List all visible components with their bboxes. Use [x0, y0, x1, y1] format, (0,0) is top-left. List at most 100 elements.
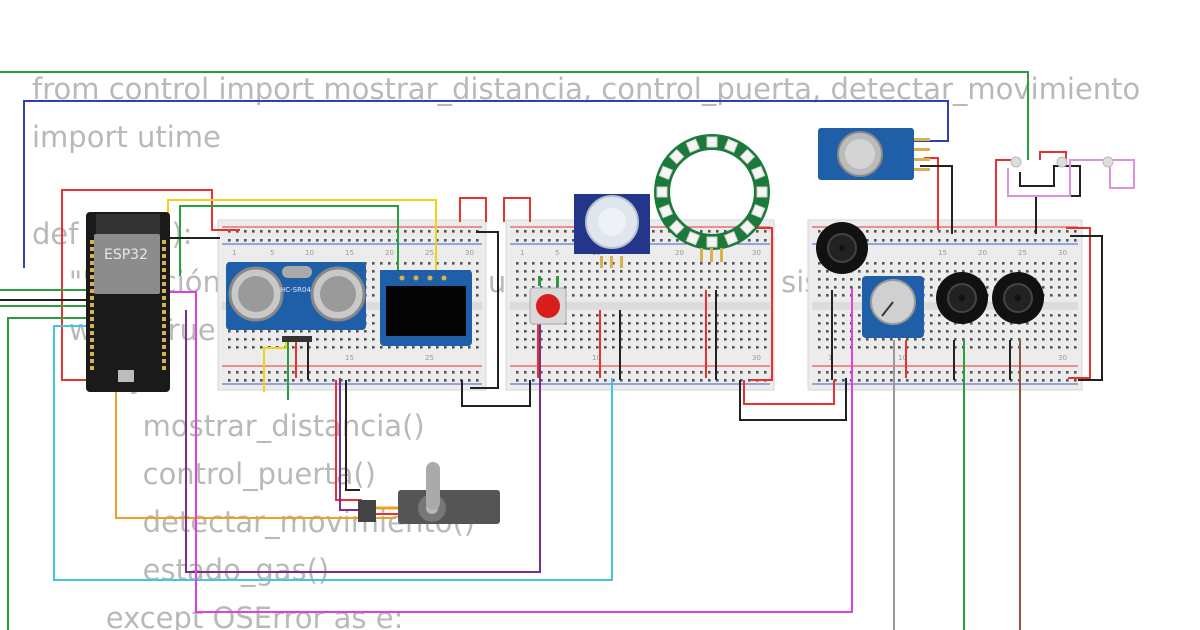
breadboard-hole — [1042, 330, 1045, 333]
breadboard-hole — [372, 270, 375, 273]
breadboard-hole — [732, 270, 735, 273]
breadboard-hole — [1074, 270, 1077, 273]
breadboard-hole — [724, 371, 727, 374]
breadboard-hole — [244, 346, 247, 349]
breadboard-hole — [236, 338, 239, 341]
breadboard-hole — [372, 278, 375, 281]
breadboard-hole — [700, 322, 703, 325]
breadboard-hole — [564, 330, 567, 333]
breadboard-hole — [756, 262, 759, 265]
breadboard-hole — [1002, 371, 1005, 374]
buzzer-1 — [816, 222, 868, 274]
breadboard-hole — [228, 230, 231, 233]
breadboard-hole — [906, 338, 909, 341]
breadboard-hole — [524, 278, 527, 281]
breadboard-hole — [404, 239, 407, 242]
breadboard-hole — [692, 371, 695, 374]
breadboard-hole — [756, 314, 759, 317]
breadboard-hole — [300, 371, 303, 374]
breadboard-hole — [572, 346, 575, 349]
breadboard-hole — [732, 278, 735, 281]
breadboard-hole — [596, 286, 599, 289]
bb2-col-1: 1 — [520, 249, 524, 257]
breadboard-hole — [708, 262, 711, 265]
breadboard-hole — [524, 371, 527, 374]
breadboard-hole — [284, 371, 287, 374]
bb1-col-10: 10 — [305, 249, 314, 257]
breadboard-hole — [1034, 330, 1037, 333]
breadboard-hole — [1042, 379, 1045, 382]
breadboard-hole — [356, 330, 359, 333]
breadboard-hole — [708, 278, 711, 281]
breadboard-hole — [612, 338, 615, 341]
breadboard-hole — [716, 294, 719, 297]
breadboard-hole — [580, 379, 583, 382]
breadboard-hole — [818, 379, 821, 382]
breadboard-hole — [986, 239, 989, 242]
breadboard-hole — [628, 286, 631, 289]
bb3-col-30b: 30 — [1058, 354, 1067, 362]
breadboard-hole — [252, 230, 255, 233]
breadboard-hole — [930, 294, 933, 297]
breadboard-hole — [476, 314, 479, 317]
breadboard-hole — [628, 330, 631, 333]
breadboard-hole — [364, 371, 367, 374]
breadboard-hole — [700, 270, 703, 273]
breadboard-hole — [1050, 314, 1053, 317]
breadboard-hole — [1058, 239, 1061, 242]
breadboard-hole — [978, 322, 981, 325]
breadboard-hole — [556, 346, 559, 349]
breadboard-hole — [668, 230, 671, 233]
breadboard-hole — [930, 230, 933, 233]
bb2-col-30: 30 — [752, 249, 761, 257]
breadboard-hole — [660, 314, 663, 317]
breadboard-hole — [604, 278, 607, 281]
breadboard-hole — [740, 379, 743, 382]
breadboard-hole — [660, 379, 663, 382]
breadboard-hole — [1034, 338, 1037, 341]
esp32-pin — [90, 366, 94, 370]
breadboard-hole — [228, 239, 231, 242]
breadboard-hole — [978, 230, 981, 233]
breadboard-hole — [882, 239, 885, 242]
wire-black-bb2d — [739, 378, 847, 421]
breadboard-hole — [1066, 239, 1069, 242]
breadboard-hole — [580, 322, 583, 325]
breadboard-hole — [938, 278, 941, 281]
breadboard-hole — [596, 371, 599, 374]
breadboard-hole — [532, 379, 535, 382]
breadboard-hole — [236, 330, 239, 333]
breadboard-hole — [994, 346, 997, 349]
breadboard-hole — [572, 314, 575, 317]
breadboard-hole — [404, 379, 407, 382]
breadboard-hole — [596, 314, 599, 317]
breadboard-hole — [516, 330, 519, 333]
breadboard-hole — [684, 330, 687, 333]
breadboard-hole — [842, 379, 845, 382]
breadboard-hole — [268, 330, 271, 333]
breadboard-hole — [834, 286, 837, 289]
breadboard-hole — [524, 346, 527, 349]
breadboard-hole — [516, 262, 519, 265]
breadboard-hole — [596, 379, 599, 382]
breadboard-hole — [276, 338, 279, 341]
breadboard-hole — [644, 262, 647, 265]
breadboard-hole — [540, 379, 543, 382]
breadboard-hole — [684, 286, 687, 289]
wire-red-led — [995, 159, 1016, 226]
breadboard-hole — [834, 314, 837, 317]
breadboard-hole — [866, 338, 869, 341]
breadboard-hole — [708, 346, 711, 349]
breadboard-hole — [644, 330, 647, 333]
breadboard-hole — [890, 371, 893, 374]
breadboard-hole — [1034, 371, 1037, 374]
breadboard-hole — [898, 239, 901, 242]
breadboard-hole — [1042, 314, 1045, 317]
breadboard-hole — [588, 286, 591, 289]
breadboard-hole — [732, 330, 735, 333]
breadboard-hole — [1058, 314, 1061, 317]
breadboard-hole — [818, 262, 821, 265]
breadboard-hole — [708, 294, 711, 297]
breadboard-hole — [692, 286, 695, 289]
breadboard-hole — [898, 346, 901, 349]
